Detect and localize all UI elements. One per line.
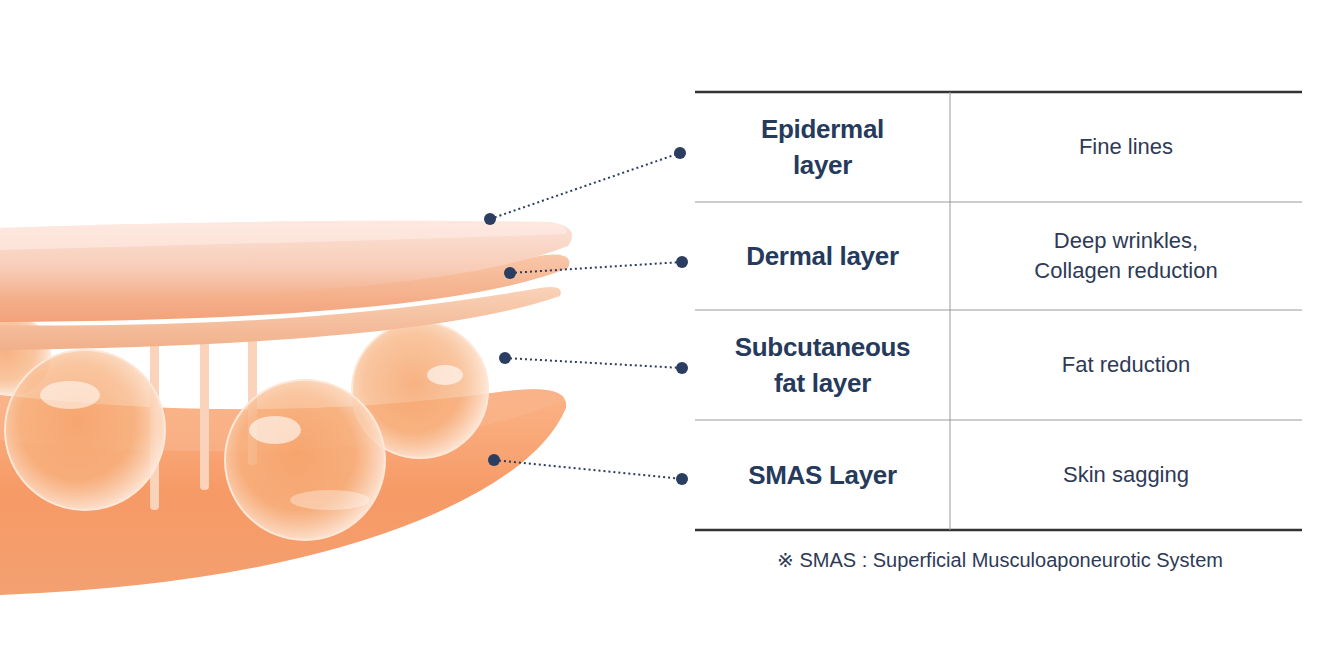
row-heading: Subcutaneous fat layer	[730, 329, 916, 401]
row-effect: Fat reduction	[1062, 350, 1190, 380]
row-effect: Fine lines	[1079, 132, 1173, 162]
row-heading: Dermal layer	[746, 238, 899, 274]
row-effect-cell: Skin sagging	[950, 420, 1302, 530]
row-effect: Deep wrinkles, Collagen reduction	[1016, 226, 1236, 286]
row-heading: Epidermal layer	[730, 111, 916, 183]
footnote-cell: ※ SMAS : Superficial Musculoaponeurotic …	[690, 540, 1310, 580]
row-effect-cell: Fat reduction	[950, 310, 1302, 420]
leader-lines	[490, 153, 682, 479]
row-effect-cell: Deep wrinkles, Collagen reduction	[950, 202, 1302, 310]
leader-dots	[484, 147, 688, 485]
table-rules	[695, 92, 1302, 530]
footnote: ※ SMAS : Superficial Musculoaponeurotic …	[777, 547, 1223, 573]
row-heading-cell: Dermal layer	[695, 202, 950, 310]
row-heading-cell: Subcutaneous fat layer	[695, 310, 950, 420]
row-heading-cell: SMAS Layer	[695, 420, 950, 530]
row-effect: Skin sagging	[1063, 460, 1189, 490]
row-heading: SMAS Layer	[748, 457, 897, 493]
row-effect-cell: Fine lines	[950, 92, 1302, 202]
row-heading-cell: Epidermal layer	[695, 92, 950, 202]
